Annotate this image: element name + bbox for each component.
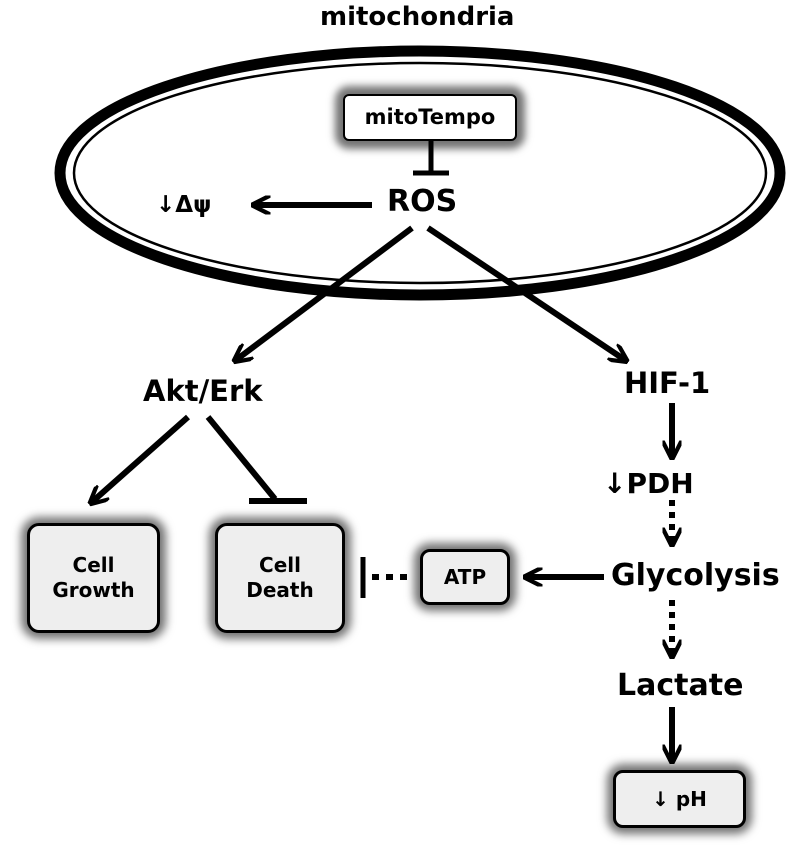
ros-to-akt-arrow [236, 225, 414, 360]
mitochondria-inner-membrane [72, 61, 768, 285]
mitochondria-title: mitochondria [320, 2, 515, 32]
cell-growth-line2: Growth [52, 578, 135, 602]
hif1-label: HIF-1 [624, 366, 711, 400]
ros-to-hif1-arrow [426, 225, 625, 360]
lactate-label: Lactate [617, 668, 744, 703]
cell-death-box: Cell Death [215, 523, 345, 633]
cell-death-line2: Death [246, 578, 314, 602]
akt-erk-label: Akt/Erk [143, 374, 263, 408]
akt-inhibits-death [205, 415, 278, 501]
ph-box: ↓ pH [613, 770, 746, 828]
cell-growth-line1: Cell [72, 553, 115, 577]
mitochondria-outer-membrane [54, 45, 786, 301]
mitotempo-box: mitoTempo [343, 94, 517, 141]
atp-label: ATP [443, 564, 487, 589]
cell-death-line1: Cell [259, 553, 301, 577]
membrane-potential-label: ↓Δψ [156, 192, 212, 218]
ros-label: ROS [387, 184, 458, 219]
cell-growth-box: Cell Growth [27, 523, 160, 633]
mitotempo-label: mitoTempo [364, 105, 496, 130]
glycolysis-label: Glycolysis [611, 558, 780, 593]
pdh-label: ↓PDH [603, 467, 694, 500]
ph-label: ↓ pH [652, 786, 707, 811]
akt-to-growth-arrow [92, 414, 190, 502]
atp-box: ATP [420, 549, 510, 605]
